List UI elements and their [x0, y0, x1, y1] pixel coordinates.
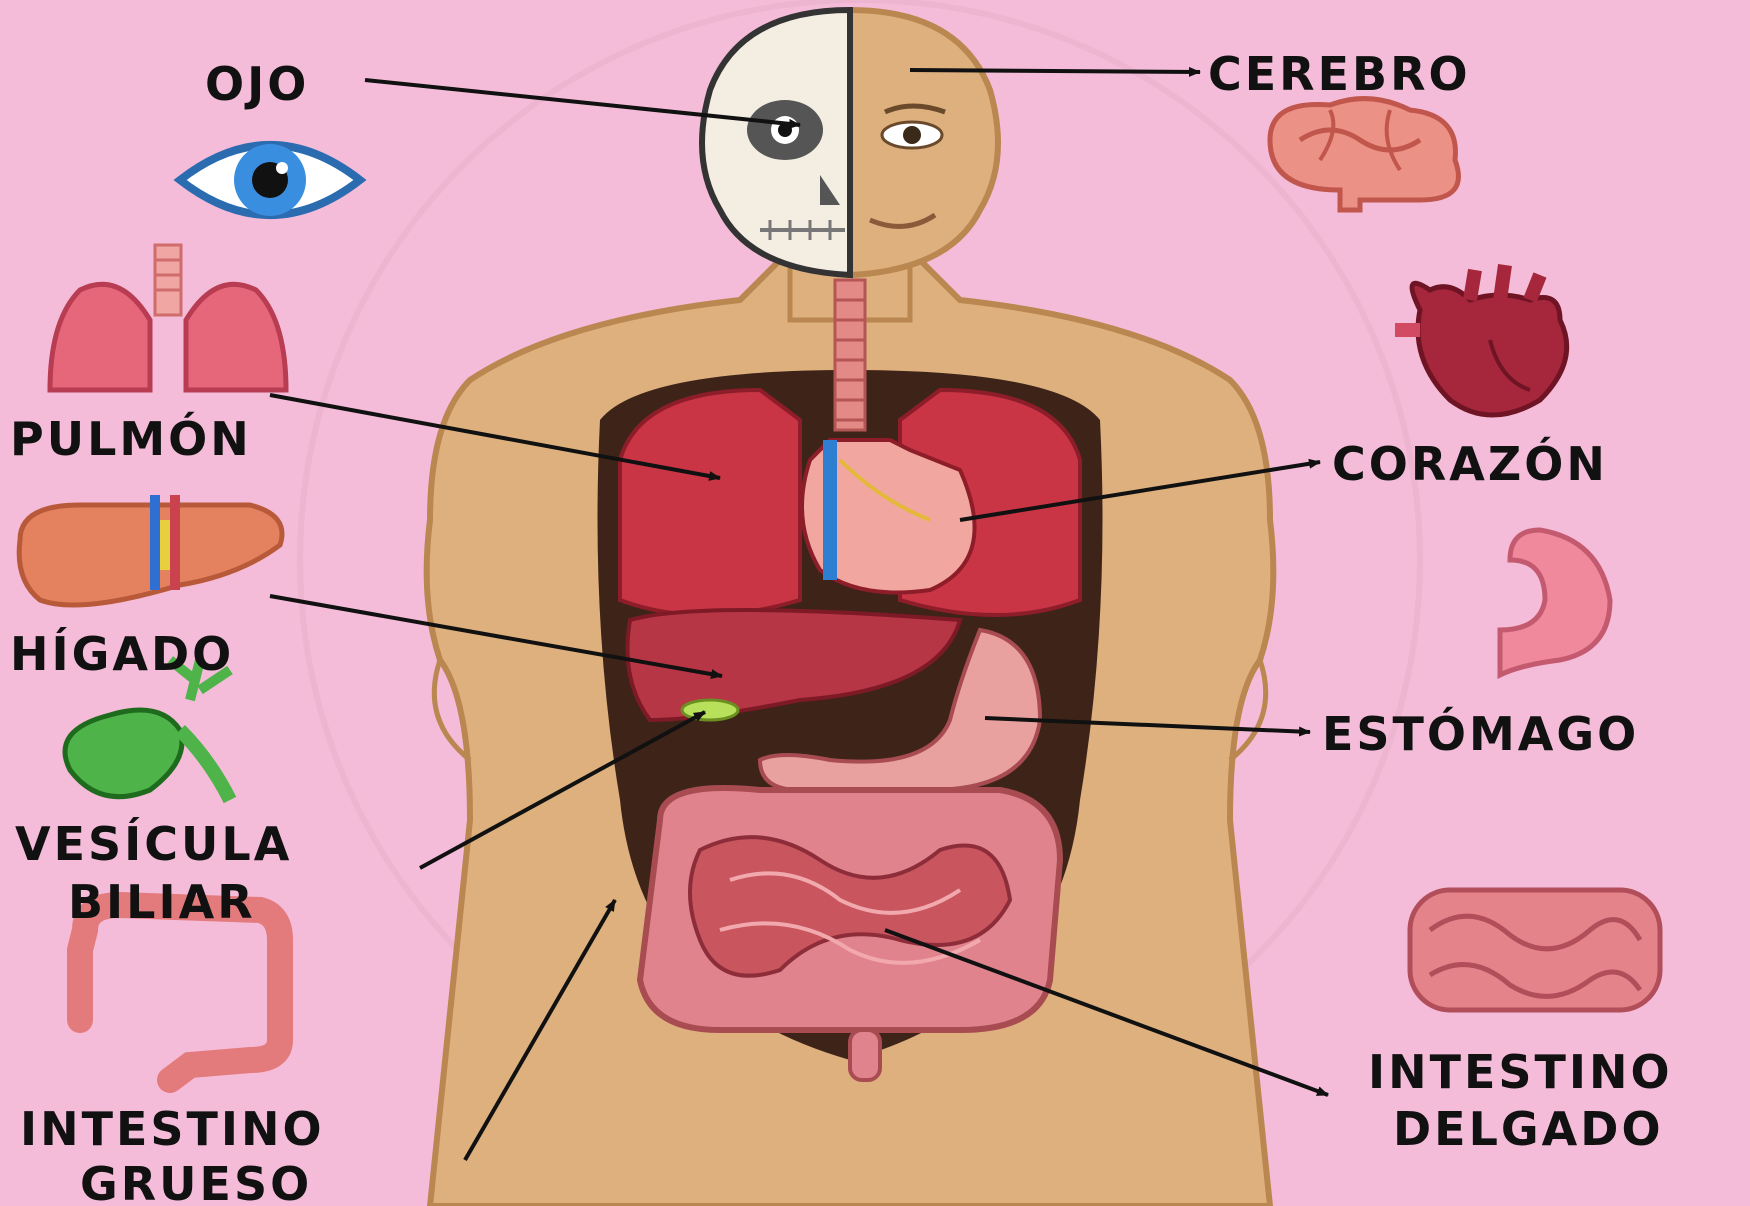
label-vesicula-line2: BILIAR [68, 875, 256, 929]
eye-icon [180, 144, 360, 216]
gallbladder-icon [65, 660, 230, 800]
label-intestino-delgado-line1: INTESTINO [1368, 1045, 1673, 1099]
label-intestino-grueso-line2: GRUESO [80, 1157, 312, 1206]
label-intestino-delgado-line2: DELGADO [1393, 1102, 1664, 1156]
liver-icon [19, 495, 282, 605]
gallbladder-organ [682, 700, 738, 720]
arrow-cerebro [910, 70, 1200, 72]
label-corazon: CORAZÓN [1332, 437, 1608, 491]
label-higado: HÍGADO [10, 627, 234, 681]
heart-icon [1395, 265, 1567, 415]
stomach-icon [1500, 530, 1610, 675]
label-cerebro: CEREBRO [1208, 47, 1471, 101]
small-intestine-icon [1410, 890, 1660, 1010]
brain-icon [1270, 99, 1458, 210]
large-intestine-icon [80, 905, 280, 1080]
label-ojo: OJO [205, 57, 309, 111]
label-pulmon: PULMÓN [10, 412, 252, 466]
lung-left [620, 390, 800, 615]
label-estomago: ESTÓMAGO [1322, 707, 1639, 761]
label-vesicula-line1: VESÍCULA [15, 817, 292, 871]
label-intestino-grueso-line1: INTESTINO [20, 1102, 325, 1156]
lungs-icon [50, 245, 286, 390]
